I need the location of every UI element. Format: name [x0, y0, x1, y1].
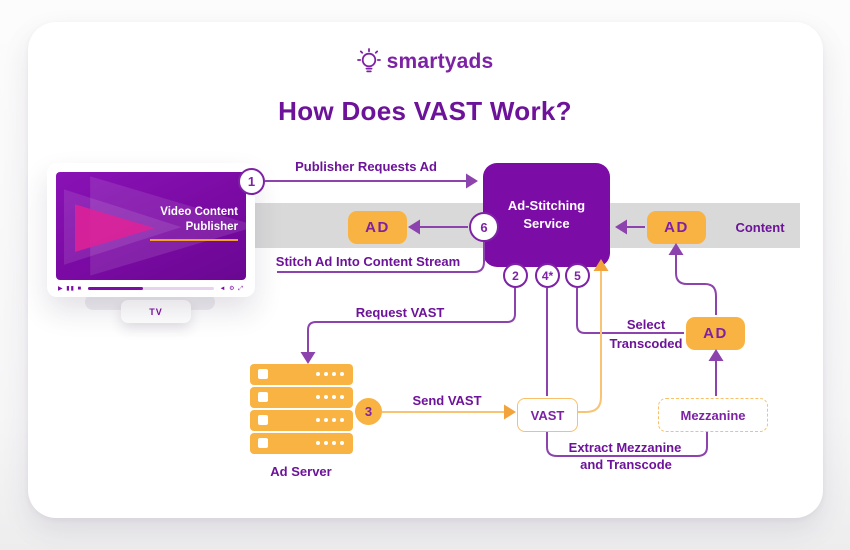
volume-settings-fullscreen-icons: ◄ ⚙ ⤢	[219, 285, 244, 292]
request-vast-label: Request VAST	[355, 305, 445, 320]
publisher-requests-ad-label: Publisher Requests Ad	[295, 159, 437, 174]
ad-badge-content: AD	[647, 211, 706, 244]
step-circle-3: 3	[355, 398, 382, 425]
step-circle-4: 4*	[535, 263, 560, 288]
label-underline	[150, 238, 238, 241]
stitch-ad-label: Stitch Ad Into Content Stream	[275, 254, 461, 269]
tv-screen: Video Content Publisher	[56, 172, 246, 280]
send-vast-label: Send VAST	[412, 393, 482, 408]
step-circle-6: 6	[469, 212, 499, 242]
server-unit	[250, 410, 353, 431]
and-transcode-label: and Transcode	[580, 457, 672, 472]
lightbulb-icon	[356, 48, 381, 73]
server-unit	[250, 364, 353, 385]
ad-server-label: Ad Server	[270, 464, 332, 479]
brand-logo: smartyads	[0, 48, 850, 76]
step-circle-2: 2	[503, 263, 528, 288]
server-unit	[250, 387, 353, 408]
tv-stand-label: TV	[149, 306, 163, 317]
transcoded-label: Transcoded	[609, 336, 683, 351]
play-pause-stop-icons: ▶ ▮▮ ■	[58, 285, 83, 292]
page-title: How Does VAST Work?	[278, 96, 572, 126]
ad-badge-transcoded: AD	[686, 317, 745, 350]
video-content-publisher-label: Video Content Publisher	[150, 205, 238, 241]
mezzanine-box: Mezzanine	[658, 398, 768, 432]
publisher-tv: Video Content Publisher ▶ ▮▮ ■ ◄ ⚙ ⤢	[47, 163, 255, 297]
extract-mezzanine-label: Extract Mezzanine	[568, 440, 682, 455]
server-unit	[250, 433, 353, 454]
select-label: Select	[626, 317, 666, 332]
player-controls: ▶ ▮▮ ■ ◄ ⚙ ⤢	[56, 282, 246, 295]
step-circle-1: 1	[238, 168, 265, 195]
vast-box: VAST	[517, 398, 578, 432]
progress-bar	[88, 287, 214, 290]
ad-badge-stitched: AD	[348, 211, 407, 244]
step-circle-5: 5	[565, 263, 590, 288]
brand-name: smartyads	[386, 50, 494, 73]
ad-stitching-service-box: Ad-Stitching Service	[483, 163, 610, 267]
tv-stand-base: TV	[121, 300, 191, 323]
progress-fill	[88, 287, 144, 290]
content-label: Content	[735, 220, 785, 235]
